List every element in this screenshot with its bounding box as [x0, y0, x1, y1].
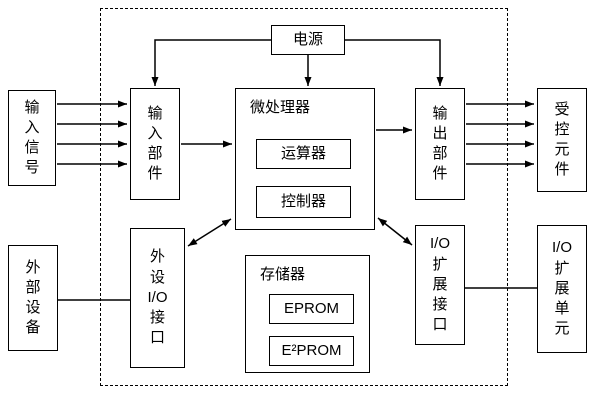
peripheral-io-label: 外 设 I/O 接 口 — [147, 248, 168, 347]
io-expand-interface-box: I/O 扩 展 接 口 — [415, 225, 465, 345]
controller-label: 控制器 — [280, 192, 326, 210]
io-expand-unit-label: I/O 扩 展 单 元 — [551, 239, 572, 338]
power-lines — [151, 39, 444, 86]
output-unit-label: 输 出 部 件 — [432, 104, 448, 183]
memory-label: 存储器 — [260, 266, 306, 283]
mcu-io-expand-arrow — [377, 217, 413, 246]
controlled-element-label: 受 控 元 件 — [554, 100, 570, 179]
peripheral-io-mcu-arrow — [187, 218, 232, 247]
peripheral-io-box: 外 设 I/O 接 口 — [130, 228, 185, 368]
input-unit-box: 输 入 部 件 — [130, 88, 180, 200]
eprom-label: EPROM — [283, 299, 339, 317]
power-box: 电源 — [271, 25, 345, 55]
output-arrows — [466, 100, 534, 168]
output-unit-box: 输 出 部 件 — [415, 88, 465, 200]
memory-box: 存储器 EPROM E²PROM — [245, 255, 370, 373]
mcu-label: 微处理器 — [250, 99, 311, 116]
alu-box: 运算器 — [256, 139, 351, 169]
eprom-box: EPROM — [269, 294, 354, 324]
system-boundary — [100, 8, 508, 386]
io-expand-unit-box: I/O 扩 展 单 元 — [537, 225, 587, 353]
controller-box: 控制器 — [256, 186, 351, 218]
eeprom-label: E²PROM — [281, 341, 342, 359]
controlled-element-box: 受 控 元 件 — [537, 88, 587, 192]
input-signal-box: 输 入 信 号 — [8, 90, 56, 186]
alu-label: 运算器 — [280, 144, 326, 162]
power-label: 电源 — [292, 30, 323, 48]
input-signal-arrows — [57, 100, 127, 168]
external-device-label: 外 部 设 备 — [25, 258, 41, 337]
mcu-box: 微处理器 运算器 控制器 — [235, 88, 375, 230]
io-expand-interface-label: I/O 扩 展 接 口 — [429, 235, 450, 334]
eeprom-box: E²PROM — [269, 336, 354, 366]
input-unit-label: 输 入 部 件 — [147, 104, 163, 183]
external-device-box: 外 部 设 备 — [8, 245, 58, 351]
input-signal-label: 输 入 信 号 — [24, 98, 40, 177]
